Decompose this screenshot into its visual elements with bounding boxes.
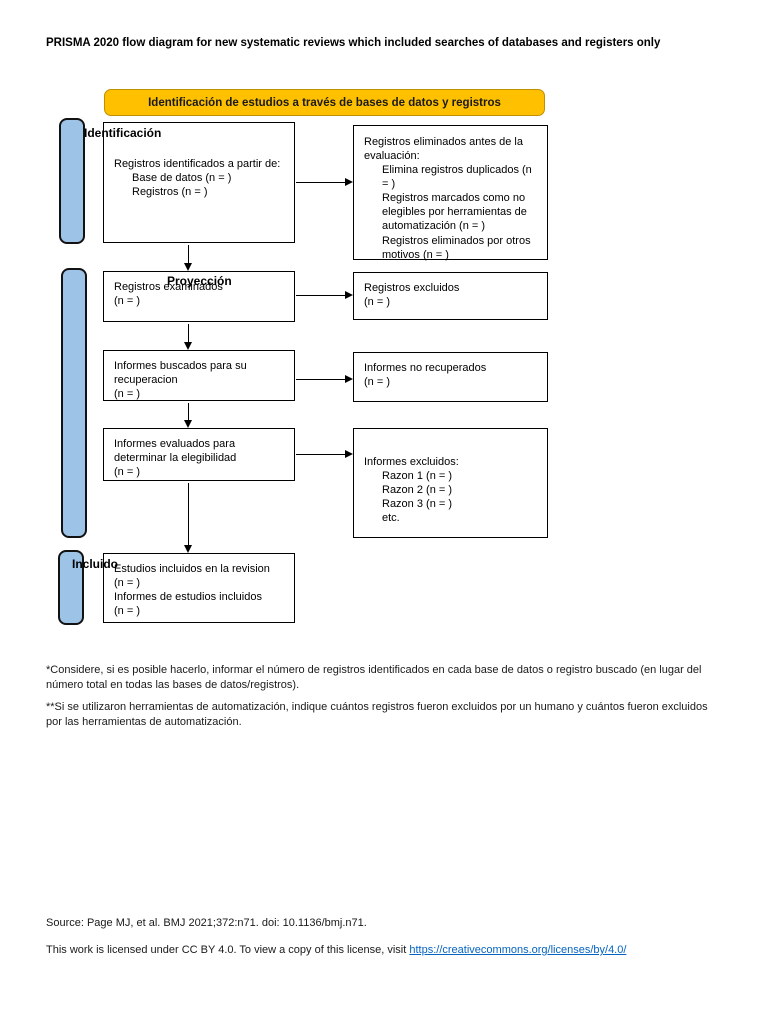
box-text-item: Razon 2 (n = ) — [382, 484, 453, 497]
box-reports-assessed: Informes evaluados para determinar la el… — [103, 428, 295, 481]
box-reports-not-retrieved: Informes no recuperados (n = ) — [353, 352, 548, 402]
box-text-item: Registros eliminados por otros motivos (… — [382, 234, 531, 261]
box-text-line: (n = ) — [114, 388, 140, 401]
box-records-screened: Registros examinados (n = ) — [103, 271, 295, 322]
stage-bar-included — [58, 550, 84, 625]
arrow-screened-to-sought — [184, 324, 193, 350]
footnote-databases: *Considere, si es posible hacerlo, infor… — [46, 664, 702, 691]
stage-bar-identification — [59, 118, 85, 244]
box-text-line: Estudios incluidos en la revision — [114, 563, 270, 575]
box-text-item: Razon 1 (n = ) — [382, 470, 453, 483]
box-text-line: (n = ) — [364, 296, 390, 309]
arrow-assessed-to-reports-excluded — [296, 450, 353, 459]
box-records-identified: Registros identificados a partir de: Bas… — [103, 122, 295, 243]
box-text-item: Elimina registros duplicados (n = ) — [382, 164, 532, 191]
box-text-line: Informes evaluados para determinar la el… — [114, 438, 237, 465]
stage-label-identification: Identificación — [84, 126, 162, 140]
page-title: PRISMA 2020 flow diagram for new systema… — [46, 37, 661, 49]
stage-label-included: Incluido — [72, 557, 118, 571]
box-reports-excluded: Informes excluidos: Razon 1 (n = ) Razon… — [353, 428, 548, 538]
box-text-line: Registros excluidos — [364, 282, 460, 294]
box-records-excluded: Registros excluidos (n = ) — [353, 272, 548, 320]
box-text-item: Base de datos (n = ) — [132, 172, 232, 185]
box-text-line: Informes no recuperados — [364, 362, 487, 374]
box-studies-included: Estudios incluidos en la revision (n = )… — [103, 553, 295, 623]
arrow-identified-to-removed — [296, 178, 353, 187]
box-text-line: (n = ) — [114, 605, 140, 618]
box-text-item: etc. — [382, 512, 400, 525]
box-text-line: Informes excluidos: — [364, 456, 459, 468]
box-text-line: (n = ) — [114, 577, 140, 590]
box-reports-sought: Informes buscados para su recuperacion (… — [103, 350, 295, 401]
arrow-screened-to-excluded — [296, 291, 353, 300]
box-text-line: Registros examinados — [114, 281, 223, 293]
box-records-removed: Registros eliminados antes de la evaluac… — [353, 125, 548, 261]
arrow-identified-to-screened — [184, 245, 193, 271]
box-text-line: Registros identificados a partir de: — [114, 158, 281, 170]
source-citation: Source: Page MJ, et al. BMJ 2021;372:n71… — [46, 917, 367, 929]
footnote-automation: **Si se utilizaron herramientas de autom… — [46, 701, 708, 728]
license-line: This work is licensed under CC BY 4.0. T… — [46, 944, 626, 956]
box-text-item: Registros (n = ) — [132, 186, 208, 199]
stage-label-screening: Proyección — [167, 274, 232, 288]
box-text-line: (n = ) — [364, 376, 390, 389]
box-text-item: Razon 3 (n = ) — [382, 498, 453, 511]
banner-identification-of-studies: Identificación de estudios a través de b… — [104, 89, 545, 116]
arrow-assessed-to-included — [184, 483, 193, 553]
box-text-line: (n = ) — [114, 466, 140, 479]
arrow-sought-to-assessed — [184, 403, 193, 428]
box-text-line: Registros eliminados antes de la evaluac… — [364, 136, 523, 163]
stage-bar-screening — [61, 268, 87, 538]
arrow-sought-to-not-retrieved — [296, 375, 353, 384]
license-link[interactable]: https://creativecommons.org/licenses/by/… — [409, 944, 627, 956]
box-text-item: Registros marcados como no elegibles por… — [382, 192, 527, 233]
box-text-line: Informes de estudios incluidos — [114, 591, 262, 604]
license-text: This work is licensed under CC BY 4.0. T… — [46, 944, 410, 956]
box-text-line: (n = ) — [114, 295, 140, 308]
box-text-line: Informes buscados para su recuperacion — [114, 360, 247, 387]
